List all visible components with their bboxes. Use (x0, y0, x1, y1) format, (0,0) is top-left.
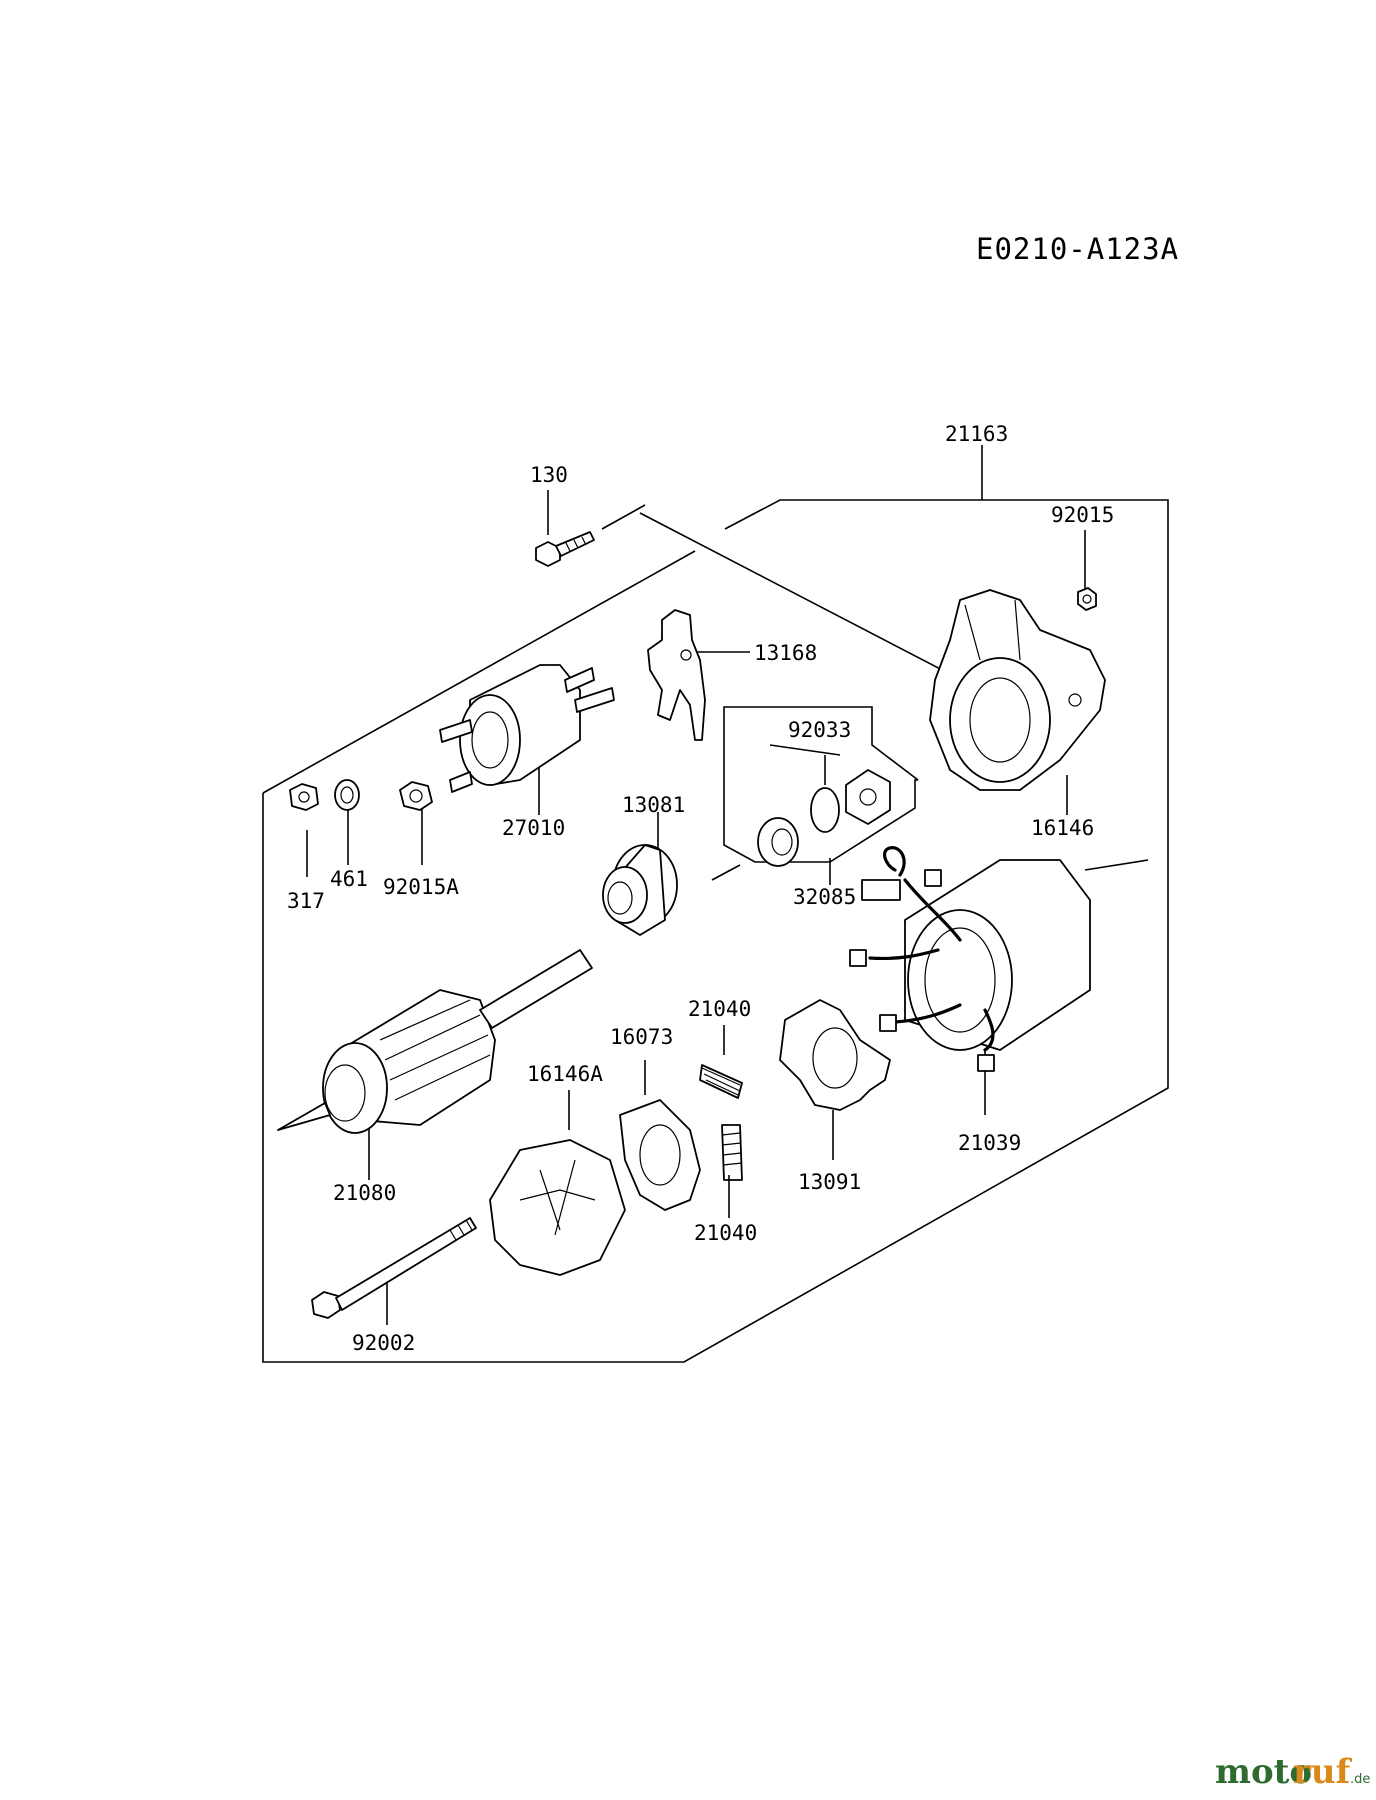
part-130-bolt (535, 531, 595, 567)
callout-label: 27010 (502, 816, 565, 840)
part-16073-plate (619, 1099, 701, 1211)
callout-label: 130 (530, 463, 568, 487)
watermark-text-part1: moto (1215, 1752, 1312, 1792)
assembly-outline (262, 499, 1169, 1363)
callout-label: 13168 (754, 641, 817, 665)
callout-label: 461 (330, 867, 368, 891)
part-92015-nut (1077, 587, 1097, 611)
callout-labels: 21163 130 92015 13168 92033 27010 16146 … (287, 422, 1114, 1355)
part-16146A-end-cover (489, 1139, 626, 1276)
callout-label: 21040 (694, 1221, 757, 1245)
part-461-washer (334, 779, 360, 811)
callout-label: 317 (287, 889, 325, 913)
watermark-logo: moto ruf .de (1215, 1752, 1370, 1792)
part-21039-yoke (849, 846, 1091, 1072)
part-21040-spring-upper (699, 1064, 743, 1099)
callout-label: 92002 (352, 1331, 415, 1355)
watermark-suffix: .de (1350, 1772, 1370, 1787)
callout-label: 16146A (527, 1062, 603, 1086)
callout-label: 21080 (333, 1181, 396, 1205)
part-21080-armature (277, 949, 593, 1134)
part-16146-housing (929, 589, 1106, 791)
callout-label: 21163 (945, 422, 1008, 446)
callout-label: 92033 (788, 718, 851, 742)
part-21040-spring-lower (721, 1124, 743, 1181)
part-317-nut (289, 783, 319, 811)
callout-label: 16146 (1031, 816, 1094, 840)
callout-label: 16073 (610, 1025, 673, 1049)
callout-label: 92015A (383, 875, 459, 899)
callout-label: 13091 (798, 1170, 861, 1194)
part-27010-solenoid (439, 664, 615, 793)
part-13081-pinion (602, 844, 678, 936)
callout-label: 92015 (1051, 503, 1114, 527)
part-13168-lever (647, 609, 706, 741)
callout-label: 32085 (793, 885, 856, 909)
callout-label: 13081 (622, 793, 685, 817)
diagram-code: E0210-A123A (976, 232, 1179, 266)
watermark-text-part2: ruf (1293, 1752, 1353, 1792)
part-92002-bolt (311, 1217, 477, 1319)
part-32085-kit (757, 769, 891, 867)
callout-label: 21040 (688, 997, 751, 1021)
callout-label: 21039 (958, 1131, 1021, 1155)
part-92015A-nut (399, 781, 433, 811)
part-13091-brush-holder (779, 999, 891, 1111)
